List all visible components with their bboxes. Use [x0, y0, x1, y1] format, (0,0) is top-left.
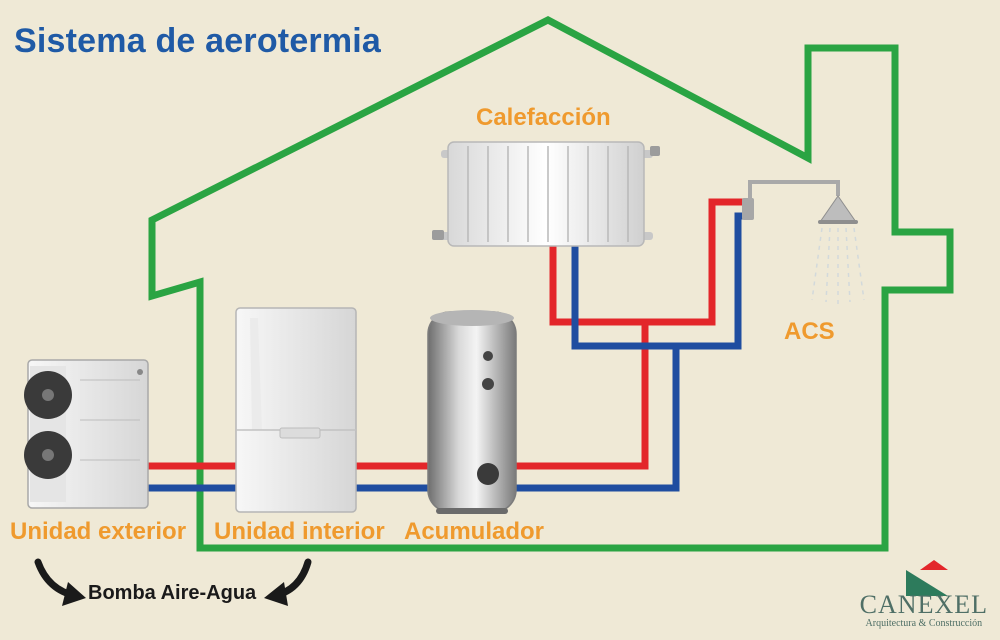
- canexel-logo-mark: [906, 560, 948, 596]
- indoor-unit-icon: [235, 307, 357, 513]
- label-acumulador: Acumulador: [404, 518, 545, 545]
- canexel-brand: CANEXEL Arquitectura & Construcción: [860, 590, 988, 629]
- brand-name: CANEXEL: [859, 590, 988, 619]
- label-bomba-aire-agua: Bomba Aire-Agua: [88, 582, 257, 604]
- brand-subtitle: Arquitectura & Construcción: [865, 618, 983, 629]
- house-outline: [148, 16, 954, 552]
- arrows-to-pump: [34, 558, 312, 606]
- label-unidad-interior: Unidad interior: [214, 518, 385, 545]
- label-acs: ACS: [784, 318, 835, 345]
- label-unidad-exterior: Unidad exterior: [10, 518, 187, 545]
- radiator-icon: [432, 141, 660, 247]
- accumulator-tank-icon: [427, 310, 517, 514]
- label-calefaccion: Calefacción: [476, 104, 611, 131]
- diagram-title: Sistema de aerotermia: [14, 22, 382, 60]
- outdoor-unit-icon: [24, 359, 149, 509]
- shower-icon: [742, 180, 865, 304]
- pipes-network: [515, 198, 745, 492]
